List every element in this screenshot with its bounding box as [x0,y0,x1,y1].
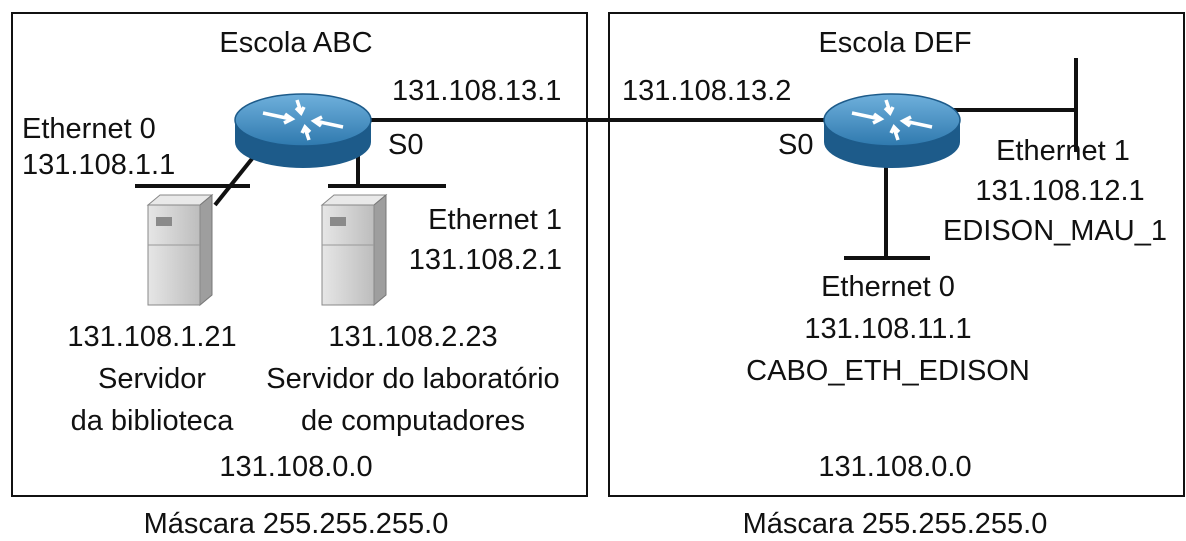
server-icon [320,193,388,307]
left-mask: Máscara 255.255.255.0 [143,508,449,540]
right-mask: Máscara 255.255.255.0 [742,508,1048,540]
right-eth1-ip: 131.108.12.1 [975,175,1145,207]
left-eth1-name: Ethernet 1 [428,204,562,236]
left-site-title: Escola ABC [219,27,373,59]
server1-ip: 131.108.1.21 [67,321,237,353]
right-site-title: Escola DEF [818,27,972,59]
right-eth1-label: EDISON_MAU_1 [942,215,1168,247]
right-eth0-ip: 131.108.11.1 [804,313,972,345]
right-eth1-name: Ethernet 1 [996,135,1130,167]
left-eth1-ip: 131.108.2.1 [408,244,562,276]
right-eth0-label: CABO_ETH_EDISON [746,355,1030,387]
router-icon [823,93,961,168]
right-network: 131.108.0.0 [818,451,972,483]
server2-ip: 131.108.2.23 [328,321,498,353]
left-serial-name: S0 [388,129,424,161]
left-eth0-link [213,153,257,207]
server1-name-line1: Servidor [98,363,206,395]
server1-name-line2: da biblioteca [70,405,234,437]
server-icon [146,193,214,307]
right-serial-name: S0 [778,129,814,161]
server2-name-line2: de computadores [300,405,526,437]
right-eth0-name: Ethernet 0 [821,271,955,303]
router-icon [234,93,372,168]
left-site-box [11,12,588,497]
left-eth0-name: Ethernet 0 [22,113,156,145]
left-serial-ip: 131.108.13.1 [392,75,562,107]
left-network: 131.108.0.0 [219,451,373,483]
right-serial-ip: 131.108.13.2 [622,75,792,107]
left-eth0-ip: 131.108.1.1 [22,149,176,181]
server2-name-line1: Servidor do laboratório [266,363,560,395]
right-site-box [608,12,1185,497]
